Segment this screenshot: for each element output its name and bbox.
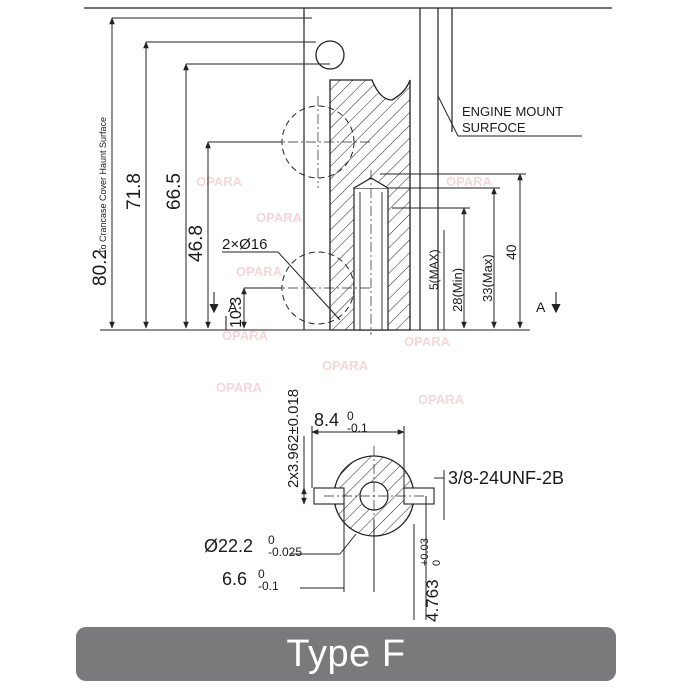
tol-6-6-upper: 0 <box>258 567 265 581</box>
watermark: OPARA <box>446 174 493 189</box>
dim-46-8: 46.8 <box>186 225 207 262</box>
dim-80-2-note: To Crancase Cover Haunt Surface <box>98 117 108 254</box>
watermark: OPARA <box>196 174 243 189</box>
dim-10-3: 10.3 <box>228 297 245 328</box>
tol-22-2-lower: -0.025 <box>268 545 302 559</box>
type-label: Type F <box>286 632 406 675</box>
dim-66-5: 66.5 <box>164 173 185 210</box>
end-view-dimension-text: 2x3.962±0.018 8.4 0 -0.1 3/8-24UNF-2B Ø2… <box>204 389 564 622</box>
engine-mount-label-2: SURFOCE <box>462 120 526 135</box>
dim-71-8: 71.8 <box>124 173 145 210</box>
watermark: OPARA <box>418 392 465 407</box>
dim-thread: 3/8-24UNF-2B <box>448 468 564 488</box>
left-dimension-text: 80.2 To Crancase Cover Haunt Surface 71.… <box>90 117 267 328</box>
watermark: OPARA <box>222 328 269 343</box>
dim-holes: 2×Ø16 <box>222 236 267 253</box>
dim-2x3962: 2x3.962±0.018 <box>285 389 302 488</box>
watermark: OPARA <box>236 264 283 279</box>
tol-4763-lower: 0 <box>431 560 443 566</box>
dim-40: 40 <box>503 244 519 260</box>
section-a-right: A <box>536 299 546 315</box>
tol-8-4-upper: 0 <box>347 409 354 423</box>
watermark: OPARA <box>256 210 303 225</box>
dim-80-2: 80.2 <box>90 249 111 286</box>
shaft-section <box>315 40 411 335</box>
dim-8-4: 8.4 <box>314 410 339 430</box>
left-dimensions <box>100 17 341 331</box>
end-view <box>313 446 435 546</box>
section-markers <box>209 292 561 330</box>
engine-mount-label: ENGINE MOUNT <box>462 104 563 119</box>
dim-28min: 28(Min) <box>450 268 465 312</box>
dim-6-6: 6.6 <box>222 569 247 589</box>
tol-6-6-lower: -0.1 <box>258 579 279 593</box>
watermark: OPARA <box>322 358 369 373</box>
dim-22-2: Ø22.2 <box>204 536 253 556</box>
right-dimension-text: 5(MAX) 28(Min) 33(Max) 40 ENGINE MOUNT S… <box>427 104 563 312</box>
section-a-left: A <box>228 299 238 315</box>
end-view-dimensions <box>290 426 445 620</box>
hole-centerlines <box>270 96 370 289</box>
tol-22-2-upper: 0 <box>268 533 275 547</box>
dim-4763: 4.763 <box>423 579 442 622</box>
dim-33max: 33(Max) <box>480 254 495 302</box>
watermarks: OPARA OPARA OPARA OPARA OPARA OPARA OPAR… <box>196 174 493 407</box>
right-dimensions <box>380 95 582 331</box>
tol-4763-upper: +0.03 <box>419 538 431 566</box>
type-banner: Type F <box>76 627 616 681</box>
watermark: OPARA <box>216 380 263 395</box>
watermark: OPARA <box>404 334 451 349</box>
top-outline <box>84 7 612 330</box>
dim-5max: 5(MAX) <box>427 249 441 290</box>
tol-8-4-lower: -0.1 <box>347 421 368 435</box>
